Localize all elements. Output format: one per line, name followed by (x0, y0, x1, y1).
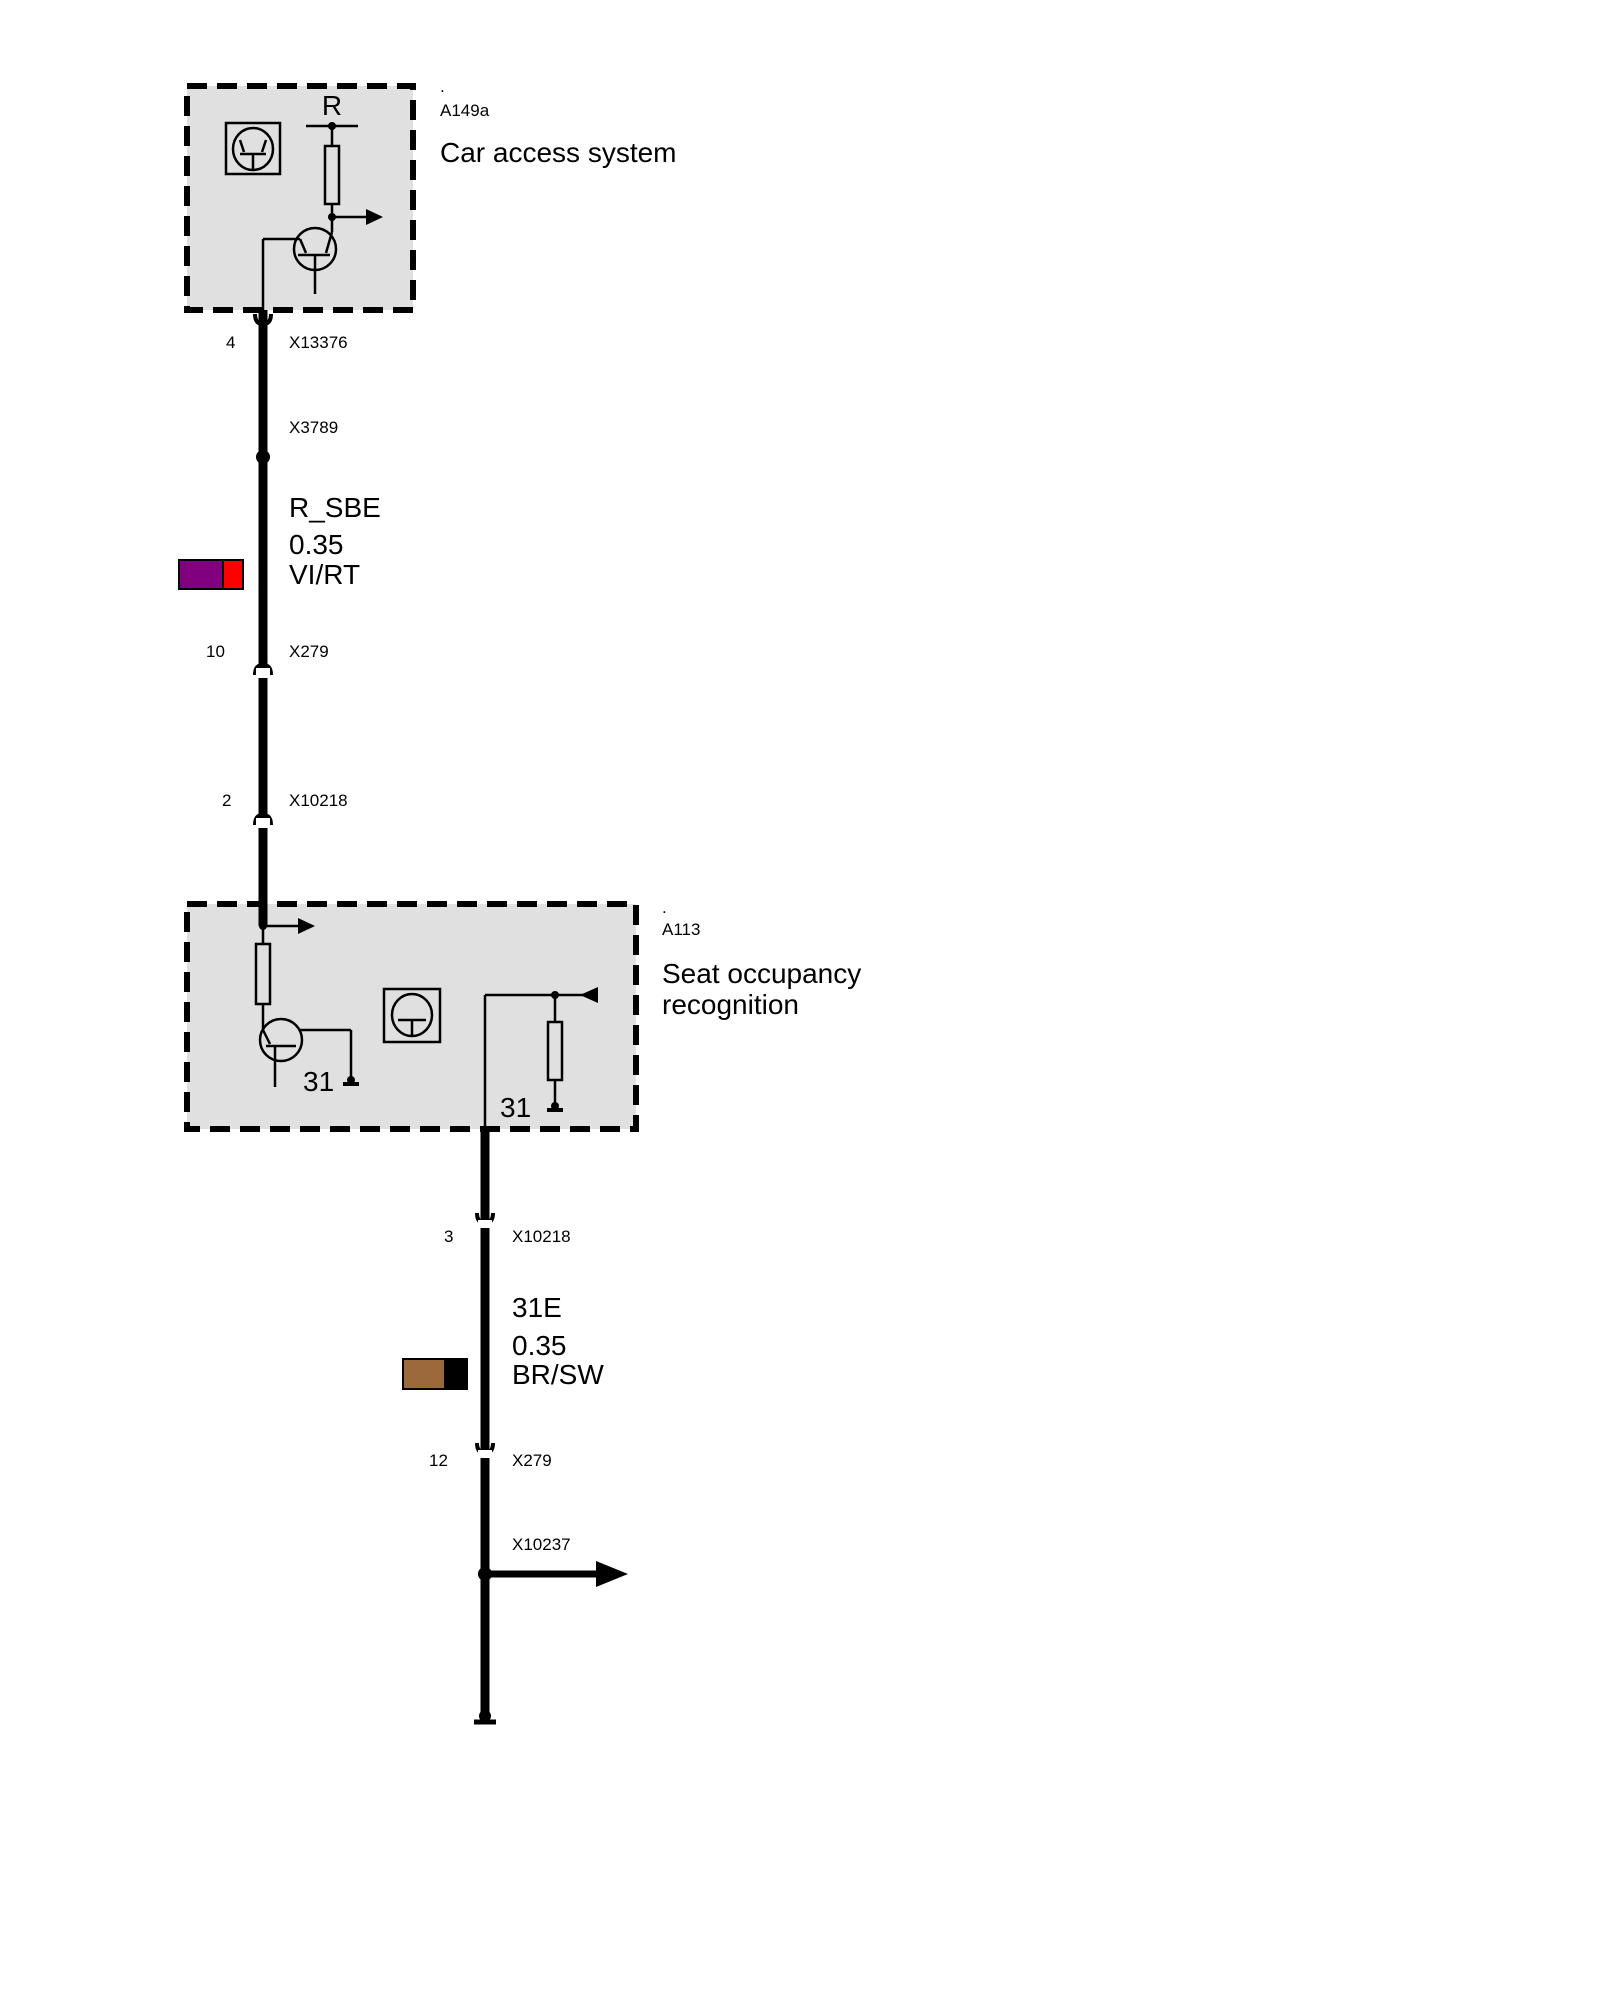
transistor-icon (258, 1017, 304, 1063)
pin-2: 2 (222, 791, 231, 810)
wire-color-swatch (402, 1358, 468, 1390)
control-unit-icon (224, 121, 282, 176)
signal-name: R_SBE (289, 492, 381, 523)
a149a-dot: . (440, 77, 445, 96)
ground-label-31: 31 (303, 1066, 334, 1097)
wire-gauge: 0.35 (512, 1330, 567, 1361)
pin-4: 4 (226, 333, 235, 352)
splice-dot (256, 450, 270, 464)
a149a-id: A149a (440, 101, 490, 120)
wire-31e[interactable]: 3 X10218 31E 0.35 BR/SW 12 X279 X10237 (402, 1129, 628, 1725)
connector-x10218: X10218 (512, 1227, 571, 1246)
wire-gauge: 0.35 (289, 529, 344, 560)
component-a149a[interactable]: R . A149a Car access system (184, 77, 677, 313)
connector-x10218: X10218 (289, 791, 348, 810)
a113-dot: . (662, 898, 667, 917)
component-a113[interactable]: 31 31 . A113 Seat occupancy recognition (184, 898, 861, 1132)
a113-name-line1: Seat occupancy (662, 958, 861, 989)
a113-id: A113 (662, 920, 700, 939)
a149a-box (184, 83, 416, 313)
continuation-arrow-icon[interactable] (596, 1561, 628, 1587)
ground-icon (474, 1710, 496, 1725)
connector-x13376: X13376 (289, 333, 348, 352)
control-unit-icon (382, 987, 442, 1044)
output-arrow-icon (298, 918, 315, 934)
pin-3: 3 (444, 1227, 453, 1246)
a113-box (184, 901, 639, 1132)
output-arrow-icon (366, 209, 383, 225)
ground-label-31: 31 (500, 1092, 531, 1123)
connector-symbols (253, 313, 273, 826)
wire-color-code: BR/SW (512, 1359, 604, 1390)
wire-color-swatch (178, 559, 244, 590)
connector-x279: X279 (289, 642, 329, 661)
wire-r-sbe[interactable]: 4 X13376 X3789 R_SBE 0.35 VI/RT 10 X279 … (178, 310, 381, 906)
pin-label-r: R (322, 90, 342, 121)
pin-12: 12 (429, 1451, 448, 1470)
a149a-name: Car access system (440, 137, 677, 168)
pin-10: 10 (206, 642, 225, 661)
connector-x279: X279 (512, 1451, 552, 1470)
connector-x10237: X10237 (512, 1535, 571, 1554)
signal-name: 31E (512, 1292, 562, 1323)
input-arrow-icon (580, 987, 598, 1003)
a113-name-line2: recognition (662, 989, 799, 1020)
wire-color-code: VI/RT (289, 559, 360, 590)
a149a-internal-circuit (261, 124, 368, 310)
connector-x3789: X3789 (289, 418, 338, 437)
